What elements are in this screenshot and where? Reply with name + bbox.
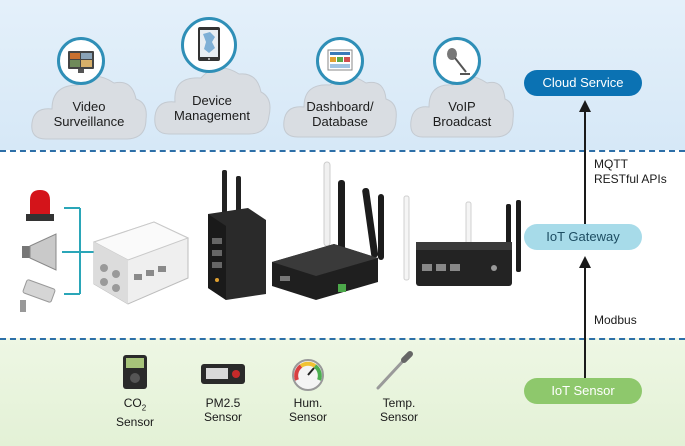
compact-router-image <box>403 195 521 286</box>
upper-layer-separator <box>0 150 685 152</box>
cloud-service-pill: Cloud Service <box>524 70 642 96</box>
iot-gateway-pill: IoT Gateway <box>524 224 642 250</box>
protocol-modbus: Modbus <box>594 313 637 327</box>
peripheral-devices <box>20 190 98 312</box>
sensor-label-pm25: PM2.5 Sensor <box>203 396 243 424</box>
humidity-gauge-icon <box>292 359 324 391</box>
protocol-restful: RESTful APIs <box>594 172 667 186</box>
industrial-router-image <box>92 221 190 305</box>
sensor-label-humidity: Hum. Sensor <box>288 396 328 424</box>
pm25-sensor-icon <box>201 364 245 384</box>
upper-protocols: MQTT RESTful APIs <box>594 157 667 187</box>
temperature-probe-icon <box>376 351 413 390</box>
protocol-mqtt: MQTT <box>594 157 628 171</box>
security-camera-icon <box>20 279 56 312</box>
sensor-label-co2: CO2 Sensor <box>115 396 155 430</box>
lower-layer-separator <box>0 338 685 340</box>
loudspeaker-icon <box>22 233 57 271</box>
co2-sensor-icon <box>123 355 147 389</box>
cloud-label-dashboard-database: Dashboard/Database <box>306 99 374 129</box>
sensor-label-temperature: Temp. Sensor <box>379 396 419 424</box>
arrow-head-up-icon <box>579 100 591 112</box>
desktop-router-image <box>272 161 384 300</box>
surveillance-monitor-icon <box>57 37 105 85</box>
cloud-dashboard-database: Dashboard/Database <box>280 37 400 141</box>
stack-arrows <box>579 100 591 378</box>
alarm-light-icon <box>26 190 54 221</box>
din-rail-gateway-image <box>208 170 266 300</box>
microphone-icon <box>433 37 481 85</box>
dashboard-icon <box>316 37 364 85</box>
arrow-head-up-icon <box>579 256 591 268</box>
tablet-map-icon <box>181 17 237 73</box>
iot-sensor-pill: IoT Sensor <box>524 378 642 404</box>
